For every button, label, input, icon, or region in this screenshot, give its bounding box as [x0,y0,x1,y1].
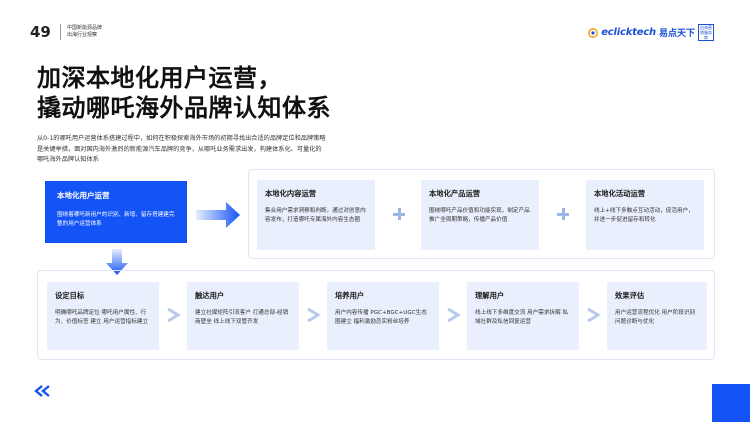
plus-icon [393,208,405,220]
card-desc: 建立社媒矩阵引流客户 打通总部-经销商壁垒 线上线下双管齐发 [195,310,289,325]
header-subtitle: 中国新能源品牌 出海行业观察 [67,25,137,39]
logo-mark-icon [588,27,599,38]
brand-logo: eclicktech 易点天下 出海营销服务商 [588,24,714,41]
card-desc: 明确哪吒品牌定位 哪吒用户属性、行为、价值标签 建立 用户运营指标建立 [55,310,149,325]
logo-badge: 出海营销服务商 [698,24,714,41]
card-title: 本地化产品运营 [429,189,481,198]
page-header: 49 中国新能源品牌 出海行业观察 [30,22,137,42]
card-desc: 集合用户需求洞察和判断，通过对创意内容发布，打造哪吒专属海外内容生态圈 [265,208,366,223]
top-card-content: 本地化内容运营 集合用户需求洞察和判断，通过对创意内容发布，打造哪吒专属海外内容… [257,180,375,250]
plus-icon [557,208,569,220]
card-desc: 线上线下多维度交流 用户需求拆解 私域社群及私信回复运营 [475,310,569,325]
hero-card: 本地化用户运营 围绕着哪吒新用户的识别、新增、留存搭建建完整的用户运营体系 [45,181,187,243]
chevron-right-icon [587,308,601,322]
card-title: 本地化内容运营 [265,189,317,198]
page-title: 加深本地化用户运营， 撬动哪吒海外品牌认知体系 [37,63,331,123]
card-desc: 线上+线下多触点互动活动，促活用户，并进一步促进留存和转化 [594,208,694,223]
top-card-activity: 本地化活动运营 线上+线下多触点互动活动，促活用户，并进一步促进留存和转化 [586,180,704,250]
page-number: 49 [30,23,51,41]
chevron-right-icon [447,308,461,322]
title-line1: 加深本地化用户运营， [37,64,282,92]
step-card-reach-users: 触达用户 建立社媒矩阵引流客户 打通总部-经销商壁垒 线上线下双管齐发 [187,282,299,350]
logo-text-en: eclicktech [601,27,656,38]
step-card-understand-users: 理解用户 线上线下多维度交流 用户需求拆解 私域社群及私信回复运营 [467,282,579,350]
hero-card-desc: 围绕着哪吒新用户的识别、新增、留存搭建建完整的用户运营体系 [57,212,175,227]
card-title: 触达用户 [195,291,225,300]
card-title: 设定目标 [55,291,85,300]
chevron-right-icon [307,308,321,322]
arrow-right-icon [196,202,240,228]
card-title: 效果评估 [615,291,645,300]
top-process-frame [248,169,715,259]
card-desc: 用户内容传播 PGC+BGC+UGC生态圈建立 福利激励恋实粉丝培养 [335,310,427,325]
bottom-process-frame [37,270,715,360]
brand-chevron-icon [34,385,50,397]
step-card-cultivate-users: 培养用户 用户内容传播 PGC+BGC+UGC生态圈建立 福利激励恋实粉丝培养 [327,282,439,350]
top-card-product: 本地化产品运营 围绕哪吒产品价值和功能实现，制定产品推广全周期策略，传播产品价值 [421,180,539,250]
intro-paragraph: 从0-1的哪吒用户运营体系搭建过程中，如何在积极探索海外市场的初期寻找出合适的品… [37,135,326,163]
chevron-right-icon [167,308,181,322]
step-card-evaluate: 效果评估 用户运营流程优化 用户阶段识别 问题诊断与优化 [607,282,707,350]
arrow-down-icon [106,249,128,275]
card-title: 培养用户 [335,291,365,300]
title-line2: 撬动哪吒海外品牌认知体系 [37,94,331,122]
card-title: 本地化活动运营 [594,189,646,198]
header-divider [60,24,61,40]
logo-text-cn: 易点天下 [658,29,695,39]
hero-card-title: 本地化用户运营 [57,191,110,200]
header-subtitle-line2: 出海行业观察 [67,32,98,38]
card-desc: 围绕哪吒产品价值和功能实现，制定产品推广全周期策略，传播产品价值 [429,208,530,223]
card-title: 理解用户 [475,291,505,300]
corner-accent-block [712,384,750,422]
card-desc: 用户运营流程优化 用户阶段识别 问题诊断与优化 [615,310,696,325]
header-subtitle-line1: 中国新能源品牌 [67,25,103,31]
step-card-set-goal: 设定目标 明确哪吒品牌定位 哪吒用户属性、行为、价值标签 建立 用户运营指标建立 [47,282,159,350]
